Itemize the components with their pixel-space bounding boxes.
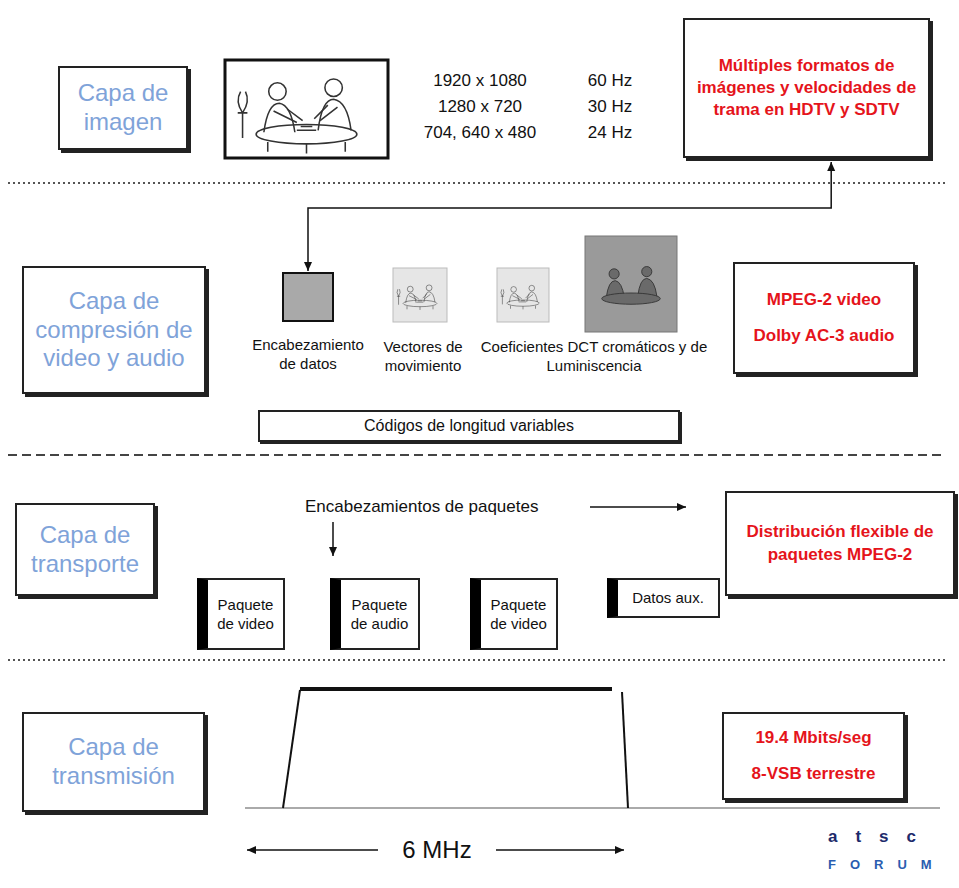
frame-rate-label: 60 Hz	[572, 70, 648, 91]
coefficient-picture	[497, 268, 549, 322]
layer-box: Capa de transporte	[15, 503, 155, 596]
resolution-label: 1280 x 720	[405, 96, 555, 117]
note-box: MPEG-2 videoDolby AC-3 audio	[733, 262, 915, 374]
layer-box: Capa de compresión de video y audio	[22, 266, 206, 394]
packet-box: Paquete de video	[470, 578, 558, 650]
data-header-box: Encabezamiento de datos	[243, 272, 373, 374]
resolution-label: 704, 640 x 480	[405, 122, 555, 143]
image-picture	[225, 60, 388, 158]
flow-connector	[308, 162, 831, 271]
box-text: 19.4 Mbits/seg	[755, 727, 871, 749]
drawing-part	[283, 690, 300, 808]
note-box: 19.4 Mbits/seg 8-VSB terrestre	[722, 712, 905, 800]
packet-box: Paquete de video	[197, 578, 285, 650]
box-text: Paquete de video	[487, 595, 550, 634]
layer-box: Capa de imagen	[58, 66, 188, 150]
box-text: Paquete de audio	[347, 595, 412, 634]
drawing-part	[497, 268, 549, 322]
box-text: Encabezamiento de datos	[243, 336, 373, 374]
drawing-part	[585, 236, 677, 332]
layer-name: Capa de transporte	[25, 521, 145, 579]
bandwidth-label: 6 MHz	[378, 835, 496, 865]
packet-box: Datos aux.	[607, 578, 720, 618]
code-box: Códigos de longitud variables	[258, 410, 680, 442]
box-text: Códigos de longitud variables	[364, 417, 574, 435]
box-text: Dolby AC-3 audio	[753, 325, 894, 347]
logo-text: FORUM	[828, 857, 953, 873]
drawing-part	[393, 268, 447, 322]
box-text: Distribución flexible de paquetes MPEG-2	[737, 521, 943, 565]
box-text: Datos aux.	[632, 588, 704, 608]
box-text: Múltiples formatos de imágenes y velocid…	[695, 55, 918, 121]
logo-text: atsc	[828, 826, 953, 847]
picture-caption: Coeficientes DCT cromáticos y de Luminis…	[478, 338, 710, 376]
drawing-part	[586, 257, 676, 311]
resolution-label: 1920 x 1080	[405, 70, 555, 91]
drawing-part	[225, 60, 388, 158]
note-box: Múltiples formatos de imágenes y velocid…	[683, 18, 930, 158]
drawing-part	[238, 79, 357, 154]
drawing-part	[590, 506, 686, 508]
motion-vector-picture	[393, 268, 447, 322]
drawing-part	[245, 807, 940, 809]
packet-box: Paquete de audio	[330, 578, 420, 650]
dct-picture	[585, 236, 677, 332]
leader-label: Encabezamientos de paquetes	[305, 496, 580, 517]
note-box: Distribución flexible de paquetes MPEG-2	[725, 491, 955, 596]
drawing-part	[8, 454, 945, 456]
layer-name: Capa de compresión de video y audio	[32, 287, 196, 373]
box-text: 8-VSB terrestre	[752, 763, 876, 785]
frame-rate-label: 30 Hz	[572, 96, 648, 117]
drawing-part	[8, 659, 945, 661]
layer-name: Capa de imagen	[68, 79, 178, 137]
picture-caption: Vectores de movimiento	[372, 338, 474, 376]
frame-rate-label: 24 Hz	[572, 122, 648, 143]
box-text: MPEG-2 video	[767, 289, 881, 311]
box-text: Paquete de video	[214, 595, 277, 634]
channel-spectrum	[245, 689, 940, 808]
drawing-part	[300, 687, 612, 691]
drawing-part	[397, 285, 437, 310]
drawing-part	[8, 182, 945, 184]
header-square	[282, 272, 334, 322]
drawing-part	[332, 522, 334, 556]
drawing-part	[484, 849, 624, 851]
layer-name: Capa de transmisión	[32, 733, 195, 791]
drawing-part	[247, 849, 378, 851]
drawing-part	[622, 692, 628, 808]
layer-box: Capa de transmisión	[22, 712, 205, 812]
drawing-part	[501, 285, 539, 309]
